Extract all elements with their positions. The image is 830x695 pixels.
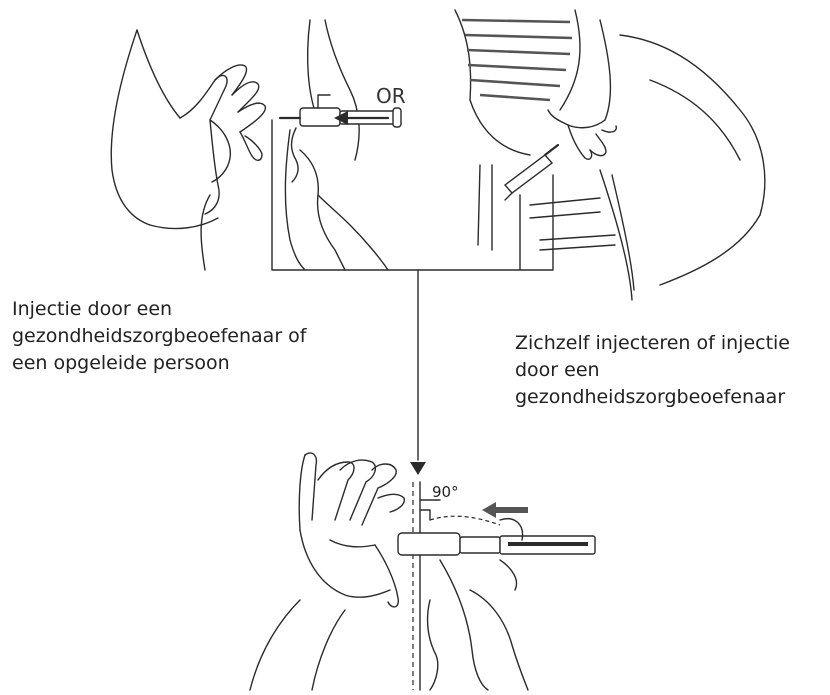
hand-pinching-skin-illustration bbox=[250, 453, 595, 690]
arm-injection-illustration bbox=[111, 30, 265, 270]
left-caption: Injectie door een gezondheidszorgbeoefen… bbox=[12, 296, 372, 377]
down-arrow-icon bbox=[410, 462, 426, 475]
closeup-frame-illustration bbox=[272, 20, 553, 270]
or-label: OR bbox=[376, 84, 406, 108]
right-caption: Zichzelf injecteren of injectie door een… bbox=[515, 330, 830, 411]
thigh-injection-illustration bbox=[455, 10, 765, 300]
angle-label: 90° bbox=[432, 483, 459, 501]
